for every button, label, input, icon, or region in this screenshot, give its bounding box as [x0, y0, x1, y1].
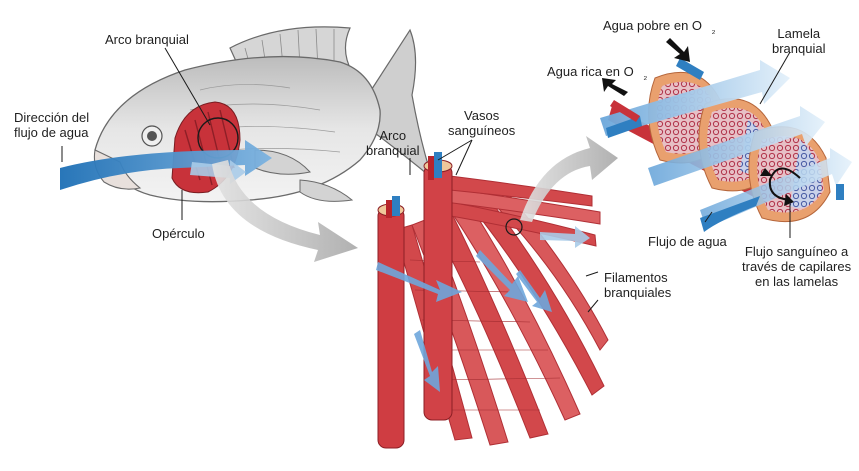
label-flujo-sang-line3: en las lamelas — [742, 274, 851, 289]
fish — [94, 27, 432, 202]
label-agua-pobre-text: Agua pobre en O — [603, 18, 702, 33]
label-filamentos-line1: Filamentos — [604, 270, 671, 285]
label-flujo-sanguineo: Flujo sanguíneo a través de capilares en… — [742, 244, 851, 289]
label-arco-line2: branquial — [366, 143, 420, 158]
label-flujo-sang-line2: través de capilares — [742, 259, 851, 274]
label-arco-branquial: Arco branquial — [366, 128, 420, 158]
label-agua-rica-sub: ₂ — [643, 71, 647, 82]
label-agua-pobre-sub: ₂ — [712, 25, 716, 36]
label-lamela-line2: branquial — [772, 41, 826, 56]
label-vasos-sanguineos: Vasos sanguíneos — [448, 108, 515, 138]
label-vasos-line2: sanguíneos — [448, 123, 515, 138]
label-direccion-line1: Dirección del — [14, 110, 89, 125]
gill-arch-group — [376, 152, 608, 448]
label-filamentos-branquiales: Filamentos branquiales — [604, 270, 671, 300]
label-filamentos-line2: branquiales — [604, 285, 671, 300]
arrow-poor-o2 — [666, 38, 690, 62]
label-arco-branquial-fish: Arco branquial — [105, 32, 189, 47]
label-direccion-flujo: Dirección del flujo de agua — [14, 110, 89, 140]
label-direccion-line2: flujo de agua — [14, 125, 89, 140]
label-agua-rica-text: Agua rica en O — [547, 64, 634, 79]
label-arco-line1: Arco — [366, 128, 420, 143]
label-agua-pobre-o2: Agua pobre en O ₂ — [603, 18, 716, 38]
label-vasos-line1: Vasos — [448, 108, 515, 123]
gill-arch-column-1 — [378, 208, 404, 448]
label-lamela-branquial: Lamela branquial — [772, 26, 826, 56]
label-operculo: Opérculo — [152, 226, 205, 241]
anal-fin — [300, 180, 352, 201]
blood-vessel-blue — [434, 152, 442, 178]
label-lamela-line1: Lamela — [772, 26, 826, 41]
label-agua-rica-o2: Agua rica en O ₂ — [547, 64, 647, 84]
label-flujo-sang-line1: Flujo sanguíneo a — [742, 244, 851, 259]
blood-vessel-red — [428, 156, 434, 180]
label-flujo-de-agua: Flujo de agua — [648, 234, 727, 249]
